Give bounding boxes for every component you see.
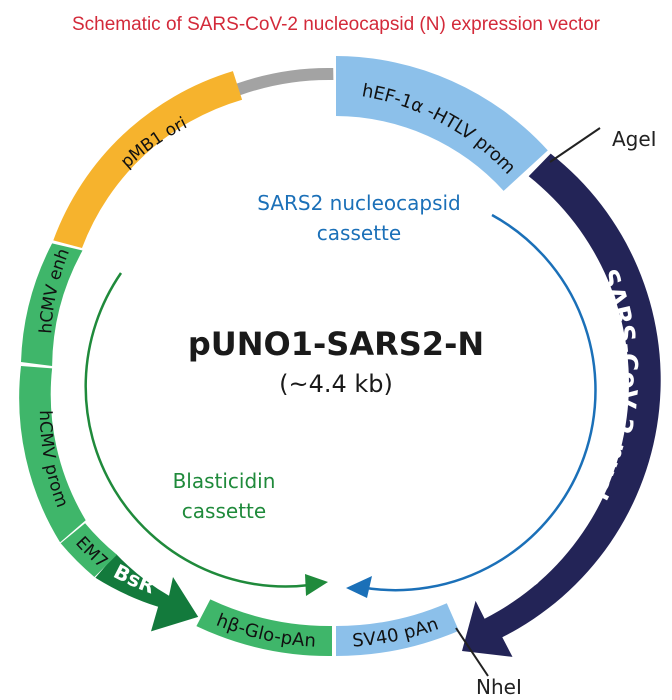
sv40-pan-segment (336, 603, 459, 657)
diagram-title: Schematic of SARS-CoV-2 nucleocapsid (N)… (71, 14, 600, 35)
plasmid-name: pUNO1-SARS2-N (188, 325, 484, 363)
hcmv-enhancer-segment (21, 243, 83, 366)
blasticidin-cassette-arrow (84, 272, 311, 588)
hcmv-enhancer-label: hCMV enh (36, 246, 74, 334)
sars2-cassette-arrowhead (346, 576, 372, 598)
nhei-site-line (455, 627, 489, 677)
blasticidin-cassette-label-line1: Blasticidin (173, 469, 276, 493)
backbone-segment (236, 67, 334, 96)
sars2-cassette-label-line2: cassette (317, 221, 401, 245)
em7-segment (60, 523, 117, 577)
bsr-segment (95, 553, 199, 632)
pmb1-ori-segment (53, 71, 243, 248)
hcmv-promoter-segment (19, 366, 86, 543)
sars2-cassette-label-line1: SARS2 nucleocapsid (257, 191, 461, 215)
sars2-cassette-arrow (359, 213, 597, 592)
agei-site-label: AgeI (612, 127, 657, 151)
nhei-site-label: NheI (476, 675, 522, 699)
sv40-pan-label: SV40 pAn (352, 614, 442, 652)
hbeta-glo-pan-segment (196, 599, 332, 657)
blasticidin-cassette-label-line2: cassette (182, 499, 266, 523)
sars-cov-2-nucleocapsid-segment (462, 153, 661, 657)
blasticidin-cassette-arrowhead (305, 574, 328, 596)
hef-htlv-promoter-segment (336, 56, 548, 191)
plasmid-size: (~4.4 kb) (279, 370, 393, 398)
sars-cov-2-nucleocapsid-label: SARS-CoV-2 nucleocapsid (504, 265, 643, 601)
agei-site-line (549, 127, 601, 163)
